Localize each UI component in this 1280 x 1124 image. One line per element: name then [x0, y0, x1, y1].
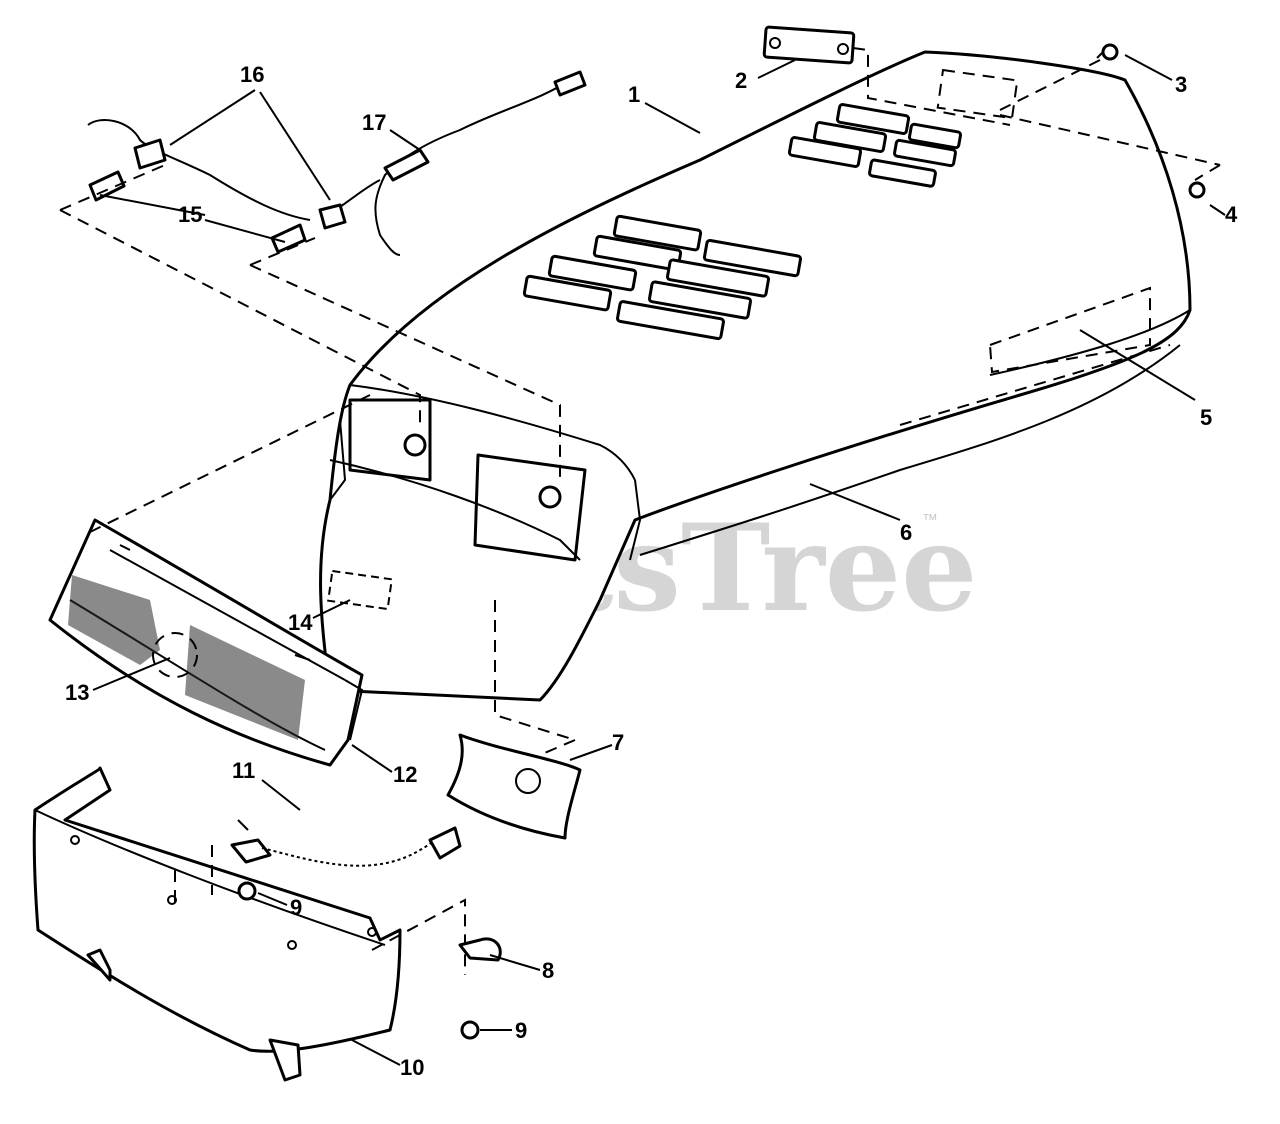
callout-13: 13: [65, 680, 89, 705]
callout-6: 6: [900, 520, 912, 545]
callout-9-lower: 9: [515, 1018, 527, 1043]
vent-slots-rear: [787, 103, 963, 188]
part-3-screw: [999, 43, 1119, 111]
part-9-washer-b: [460, 1020, 480, 1040]
part-2-plate: [762, 25, 1011, 126]
part-1-hood: [319, 50, 1192, 702]
watermark-trademark: ™: [922, 512, 938, 529]
callout-3: 3: [1175, 72, 1187, 97]
callout-5: 5: [1200, 405, 1212, 430]
callout-7: 7: [612, 730, 624, 755]
part-4-nut: [999, 114, 1221, 199]
part-7-shield: [446, 600, 582, 840]
callout-10: 10: [400, 1055, 424, 1080]
callout-labels: 1 2 3 4 5 6 7 8 9 9 10 11 12 13 14 15 16…: [65, 62, 1238, 1080]
callout-11: 11: [232, 758, 255, 783]
decal-line-lower: [899, 344, 1171, 426]
decal-area-side: [988, 286, 1151, 374]
part-9-washer-a: [237, 881, 257, 901]
callout-8: 8: [542, 958, 554, 983]
callout-1: 1: [628, 82, 640, 107]
decal-area-top: [936, 68, 1019, 120]
leader-lines: [92, 54, 1226, 1066]
part-15-bulbs: [59, 164, 561, 533]
callout-15: 15: [178, 202, 202, 227]
part-11-chain: [230, 819, 462, 867]
vent-slots-front: [522, 214, 803, 341]
part-12-grille: [48, 518, 364, 767]
callout-12: 12: [393, 762, 417, 787]
callout-16: 16: [240, 62, 264, 87]
callout-14: 14: [288, 610, 313, 635]
callout-2: 2: [735, 68, 747, 93]
callout-9-upper: 9: [290, 895, 302, 920]
callout-17: 17: [362, 110, 386, 135]
part-10-bumper: [32, 766, 466, 1082]
part-17-wire-harness: [87, 70, 587, 256]
callout-4: 4: [1225, 202, 1238, 227]
